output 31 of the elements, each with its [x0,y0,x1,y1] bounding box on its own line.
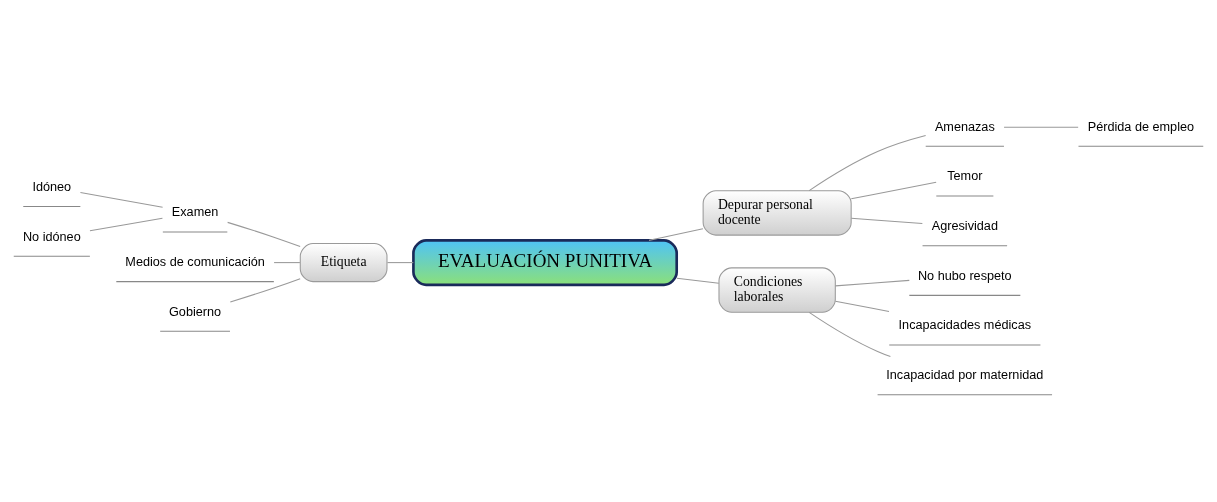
node-text: Incapacidades médicas [898,317,1032,332]
connector [227,221,301,247]
node-text: Idóneo [32,179,72,194]
node-text: Amenazas [934,119,995,134]
node-text: Gobierno [169,304,222,319]
connector [850,217,923,224]
node-text: Agresividad [931,218,998,233]
node-box: Condiciones laborales [718,266,836,313]
connector [89,217,163,231]
node-text: Pérdida de empleo [1087,119,1195,134]
node-text: No idóneo [22,229,81,243]
connector [808,311,891,357]
node-text: Incapacidad por maternidad [886,367,1044,382]
connector [834,300,890,312]
connector [808,134,927,191]
node-text: Examen [171,204,219,219]
connector [79,191,164,208]
connector [386,261,414,263]
connector [648,227,704,241]
node-text: Medios de comunicación [125,254,265,269]
connector [834,279,910,286]
node-text: Temor [947,168,983,183]
node-box: Depurar personal docente [702,189,852,236]
node-text: No hubo respeto [917,268,1012,283]
node-box: EVALUACIÓN PUNITIVA [412,238,679,286]
connector [229,277,301,303]
connector [273,261,301,263]
connector [1003,126,1079,128]
connector [676,277,720,284]
node-box: Etiqueta [299,242,388,282]
connector [850,181,937,199]
